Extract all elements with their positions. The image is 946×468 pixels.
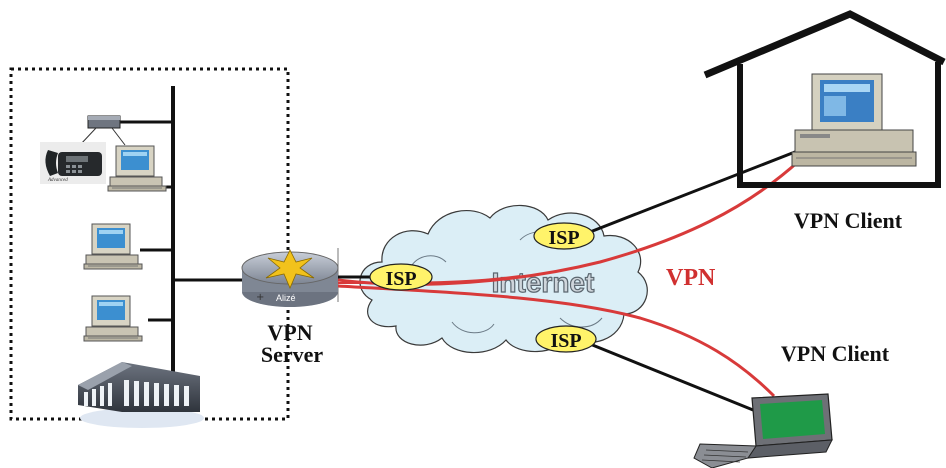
modem-icon bbox=[79, 115, 126, 146]
isp-top-label: ISP bbox=[548, 227, 579, 249]
desk-phone-icon: Advanced bbox=[40, 142, 106, 184]
phone-brand-label: Advanced bbox=[47, 178, 68, 183]
desktop-computer-1-icon bbox=[107, 145, 167, 192]
vpn-client-home-label: VPN Client bbox=[794, 208, 903, 233]
desktop-computer-2-icon bbox=[83, 223, 143, 270]
internet-label: Internet bbox=[492, 267, 595, 298]
office-building-icon bbox=[78, 362, 204, 428]
desktop-computer-3-icon bbox=[83, 295, 143, 342]
isp-bottom-label: ISP bbox=[550, 330, 581, 352]
vpn-tunnel-to-laptop bbox=[337, 284, 776, 398]
isp-badge-top: ISP bbox=[533, 222, 595, 250]
home-house-icon bbox=[703, 10, 946, 188]
isp-badge-middle: ISP bbox=[369, 263, 433, 291]
vpn-client-laptop-label: VPN Client bbox=[781, 341, 890, 366]
laptop-computer-icon bbox=[693, 393, 833, 468]
vpn-tunnel-inner bbox=[337, 275, 521, 284]
router-brand-label: Alizé bbox=[276, 293, 296, 303]
link-isp-to-home bbox=[589, 148, 801, 234]
vpn-server-router-icon: Alizé + bbox=[241, 248, 339, 307]
isp-badge-bottom: ISP bbox=[535, 325, 597, 353]
vpn-server-label-line2: Server bbox=[261, 342, 324, 367]
link-isp-to-laptop bbox=[589, 342, 759, 414]
isp-middle-label: ISP bbox=[385, 268, 416, 290]
svg-text:+: + bbox=[256, 292, 264, 303]
vpn-server-label-line1: VPN bbox=[267, 320, 312, 345]
vpn-tunnel-label: VPN bbox=[666, 265, 716, 291]
home-desktop-computer-icon bbox=[791, 73, 917, 167]
